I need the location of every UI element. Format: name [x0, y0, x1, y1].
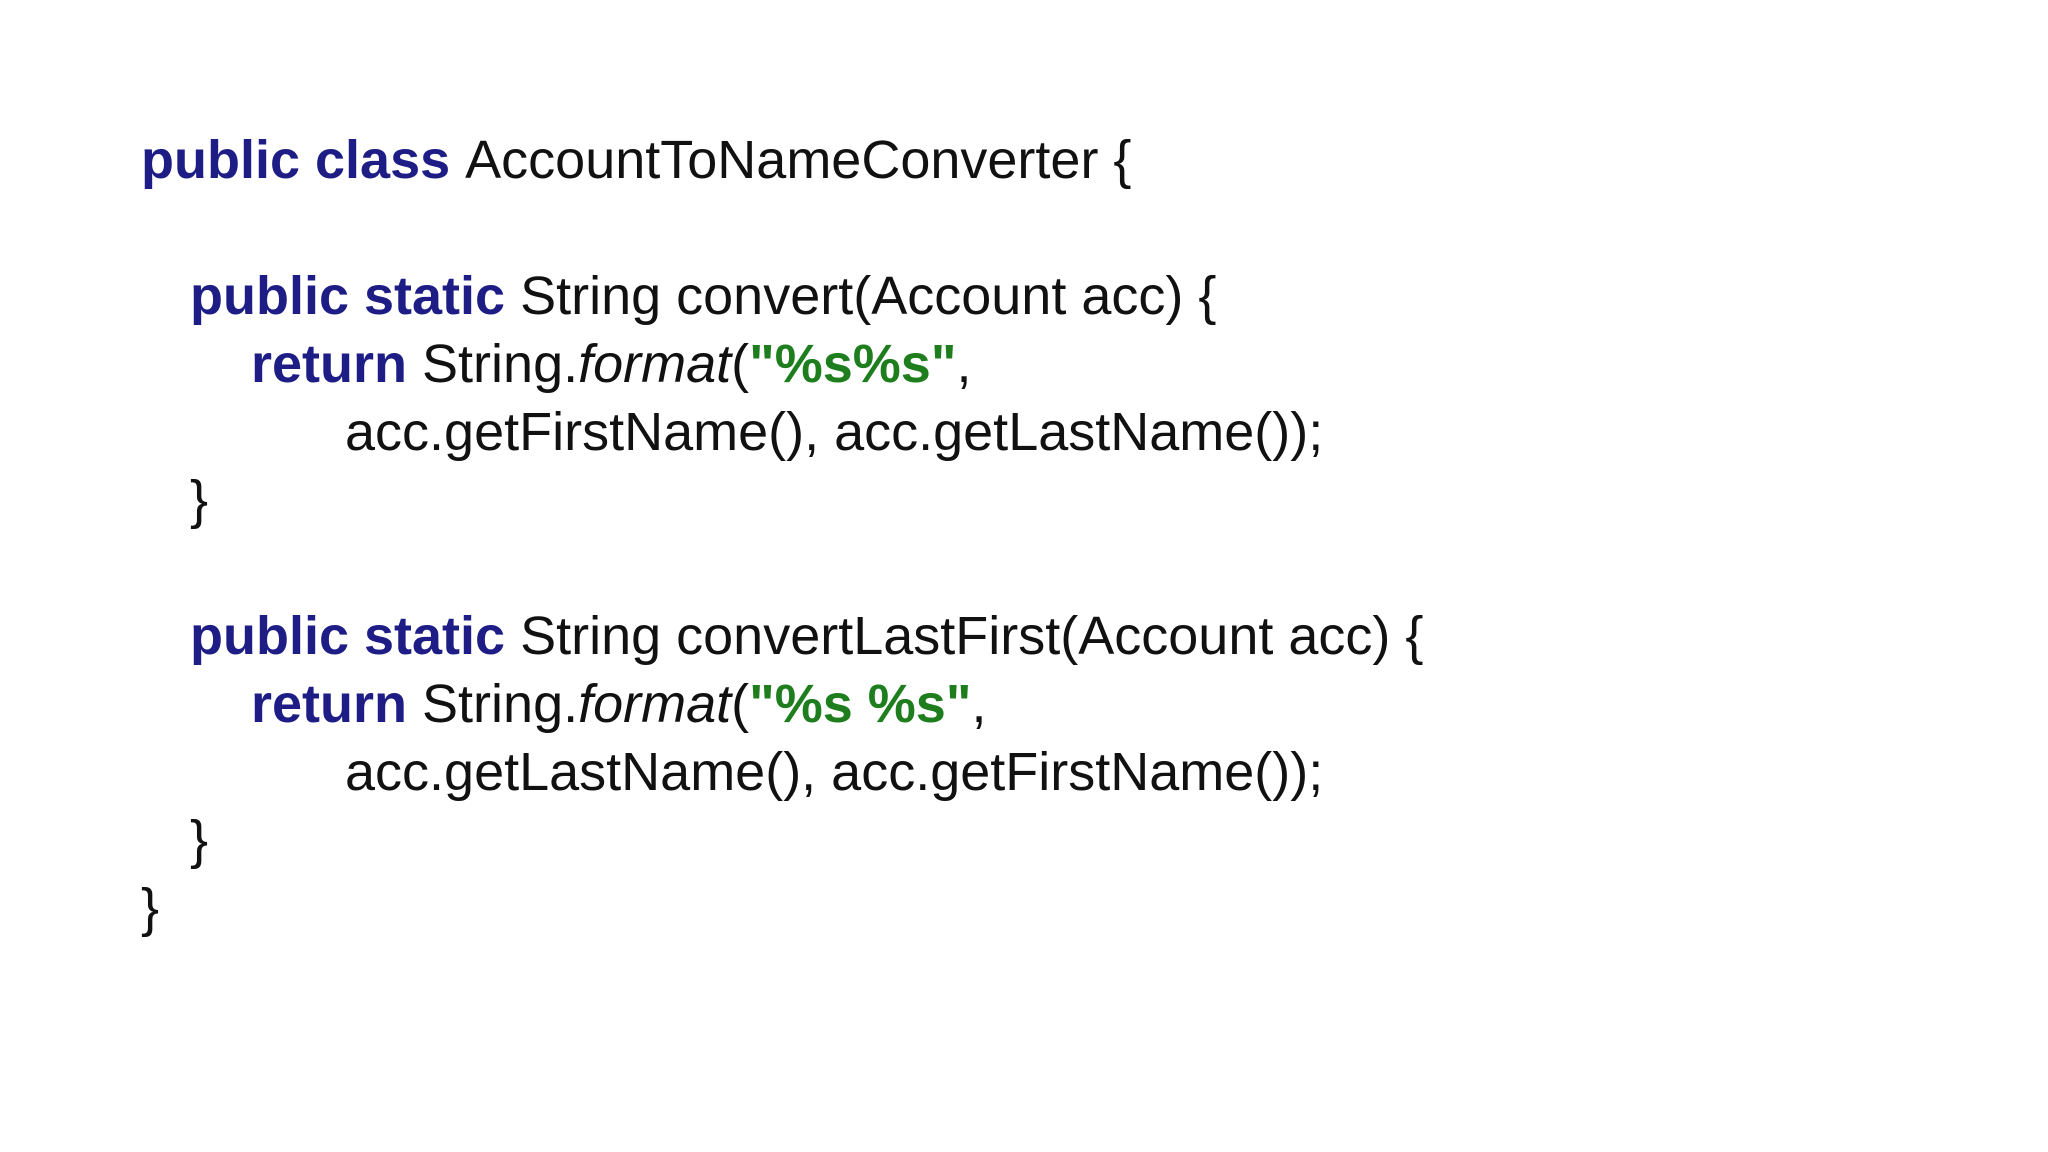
code-text: String convertLastFirst(Account acc) {: [520, 606, 1424, 666]
code-text: ,: [971, 674, 987, 734]
code-line-1: public class AccountToNameConverter {: [141, 126, 1423, 194]
keyword-text: return: [251, 674, 423, 734]
keyword-text: public static: [190, 606, 521, 666]
code-text: }: [141, 878, 160, 938]
string-literal: "%s %s": [749, 674, 972, 734]
code-text: ,: [956, 334, 972, 394]
code-block: public class AccountToNameConverter {pub…: [141, 126, 1423, 942]
keyword-text: public static: [190, 266, 521, 326]
code-text: (: [731, 334, 750, 394]
code-text: acc.getLastName(), acc.getFirstName());: [345, 742, 1324, 802]
keyword-text: public class: [141, 130, 466, 190]
code-line-4: return String.format("%s%s",: [251, 330, 1423, 398]
code-line-11: }: [190, 806, 1423, 874]
code-text: String.: [422, 334, 579, 394]
code-text: (: [731, 674, 750, 734]
code-line-7: [141, 534, 1423, 602]
code-line-2: [141, 194, 1423, 262]
method-name-italic: format: [578, 674, 732, 734]
method-name-italic: format: [578, 334, 732, 394]
code-line-3: public static String convert(Account acc…: [190, 262, 1423, 330]
code-text: }: [190, 810, 209, 870]
code-text: AccountToNameConverter {: [465, 130, 1132, 190]
code-line-12: }: [141, 874, 1423, 942]
code-line-10: acc.getLastName(), acc.getFirstName());: [345, 738, 1423, 806]
code-text: String convert(Account acc) {: [520, 266, 1217, 326]
string-literal: "%s%s": [749, 334, 957, 394]
code-line-5: acc.getFirstName(), acc.getLastName());: [345, 398, 1423, 466]
code-line-9: return String.format("%s %s",: [251, 670, 1423, 738]
code-text: }: [190, 470, 209, 530]
keyword-text: return: [251, 334, 423, 394]
code-text: acc.getFirstName(), acc.getLastName());: [345, 402, 1324, 462]
code-line-6: }: [190, 466, 1423, 534]
code-text: String.: [422, 674, 579, 734]
code-line-8: public static String convertLastFirst(Ac…: [190, 602, 1423, 670]
